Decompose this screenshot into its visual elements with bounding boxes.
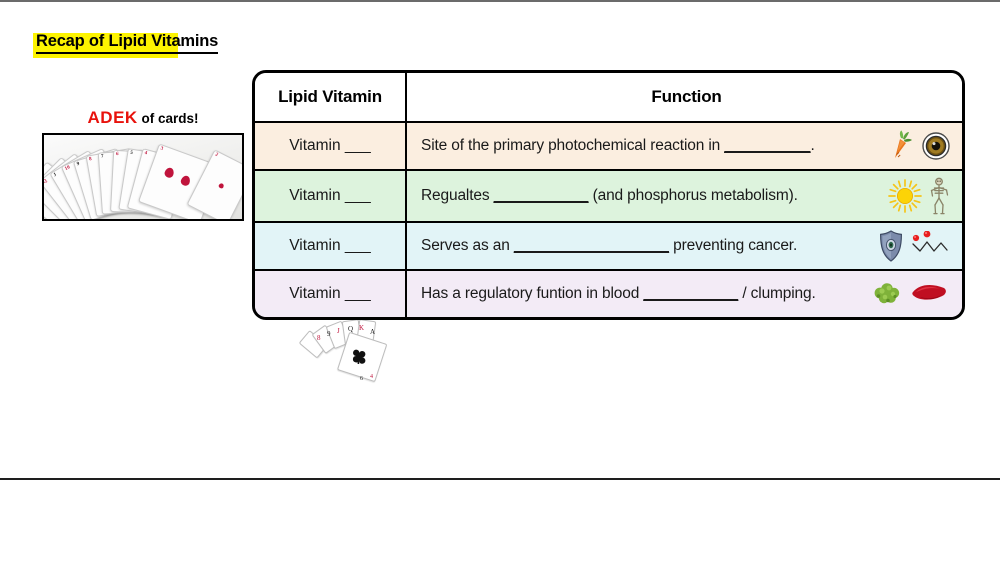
- row-icons: [872, 281, 952, 307]
- vitamin-blank-label: Vitamin ___: [289, 237, 371, 254]
- table-header-cell-vitamin: Lipid Vitamin: [255, 73, 407, 121]
- function-text: Has a regulatory funtion in blood ______…: [421, 285, 866, 303]
- svg-text:Q: Q: [348, 325, 353, 333]
- function-text-pre: Site of the primary photochemical reacti…: [421, 137, 725, 154]
- header-label-function: Function: [651, 87, 722, 106]
- function-blank: ___________: [643, 285, 739, 302]
- deck-image-frame: A K Q J 10 9 8 7 6 5 4 3 2: [42, 133, 244, 221]
- table-row: Vitamin ___ Site of the primary photoche…: [255, 123, 962, 171]
- svg-text:J: J: [337, 327, 340, 335]
- deck-caption-rest: of cards!: [137, 111, 199, 126]
- blood-cell-icon: [912, 284, 946, 300]
- row-icons: [878, 230, 952, 262]
- svg-text:8: 8: [317, 334, 321, 342]
- row-icons: [890, 130, 952, 162]
- svg-text:4: 4: [370, 374, 373, 380]
- carrot-icon: [895, 130, 912, 158]
- deck-panel: ADEK of cards! A K Q J 10 9 8 7 6 5 4 3 …: [42, 108, 244, 221]
- cell-vitamin-name: Vitamin ___: [255, 123, 407, 169]
- eye-icon: [922, 132, 950, 160]
- cell-function: Regualtes ___________ (and phosphorus me…: [407, 171, 962, 221]
- function-blank: ___________: [493, 187, 589, 204]
- function-text: Serves as an __________________ preventi…: [421, 237, 872, 255]
- deck-caption-accent: ADEK: [87, 108, 138, 127]
- function-text-pre: Serves as an: [421, 237, 514, 254]
- svg-text:K: K: [359, 324, 364, 332]
- vitamin-blank-label: Vitamin ___: [289, 285, 371, 302]
- cell-function: Serves as an __________________ preventi…: [407, 223, 962, 269]
- deck-caption: ADEK of cards!: [42, 108, 244, 128]
- cell-vitamin-name: Vitamin ___: [255, 223, 407, 269]
- function-text-post: (and phosphorus metabolism).: [588, 187, 798, 204]
- leafy-greens-icon: [874, 283, 900, 304]
- page-title-text: Recap of Lipid Vitamins: [36, 32, 218, 54]
- function-text-pre: Regualtes: [421, 187, 494, 204]
- vitamin-blank-label: Vitamin ___: [289, 187, 371, 204]
- function-text: Site of the primary photochemical reacti…: [421, 137, 884, 155]
- function-text-post: / clumping.: [738, 285, 816, 302]
- function-blank: __________________: [513, 237, 669, 254]
- skeleton-icon: [930, 177, 949, 215]
- table-header-row: Lipid Vitamin Function: [255, 73, 962, 123]
- table-row: Vitamin ___ Has a regulatory funtion in …: [255, 271, 962, 317]
- playing-card-fan: A K Q J 10 9 8 7 6 5 4 3 2: [44, 143, 242, 219]
- svg-text:9: 9: [327, 330, 331, 338]
- sun-icon: [888, 179, 922, 213]
- shield-icon: [879, 230, 903, 262]
- cell-function: Has a regulatory funtion in blood ______…: [407, 271, 962, 317]
- function-text-pre: Has a regulatory funtion in blood: [421, 285, 644, 302]
- lipid-vitamin-table: Lipid Vitamin Function Vitamin ___ Site …: [252, 70, 965, 320]
- function-text: Regualtes ___________ (and phosphorus me…: [421, 187, 882, 205]
- cell-vitamin-name: Vitamin ___: [255, 271, 407, 317]
- header-label-lipid-vitamin: Lipid Vitamin: [278, 87, 382, 106]
- svg-text:6: 6: [360, 376, 363, 382]
- function-blank: __________: [724, 137, 811, 154]
- table-row: Vitamin ___ Serves as an _______________…: [255, 223, 962, 271]
- free-radical-icon: [912, 231, 948, 252]
- row-icons: [888, 177, 952, 215]
- function-text-post: preventing cancer.: [669, 237, 798, 254]
- horizontal-divider: [0, 478, 1000, 480]
- mini-cards-doodle: 8 9 J Q K A 6 4: [298, 318, 404, 390]
- cell-function: Site of the primary photochemical reacti…: [407, 123, 962, 169]
- svg-text:A: A: [370, 328, 375, 336]
- vitamin-blank-label: Vitamin ___: [289, 137, 371, 154]
- page-title: Recap of Lipid Vitamins: [33, 32, 218, 58]
- mini-cards-suit-marks: 8 9 J Q K A 6 4: [317, 324, 375, 382]
- function-text-post: .: [810, 137, 815, 154]
- table-header-cell-function: Function: [407, 73, 962, 121]
- table-row: Vitamin ___ Regualtes ___________ (and p…: [255, 171, 962, 223]
- cell-vitamin-name: Vitamin ___: [255, 171, 407, 221]
